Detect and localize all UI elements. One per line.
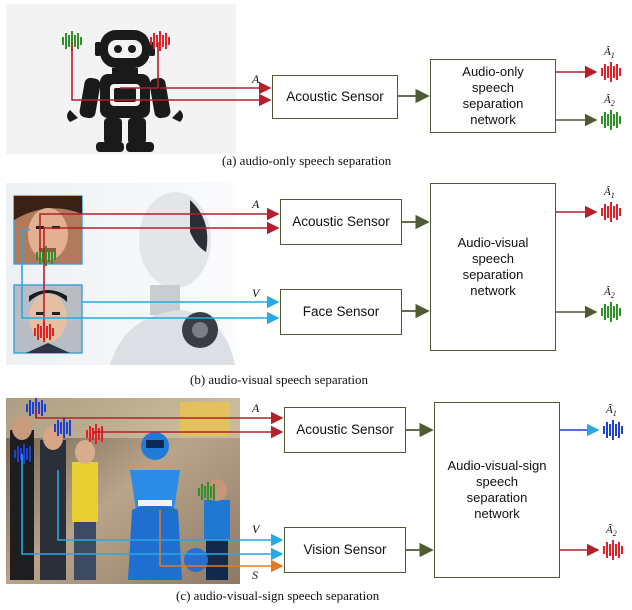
network-label-line-1: Audio-visual-sign: [447, 457, 547, 473]
output-a1-wave-icon: [601, 62, 621, 82]
vision-sensor-label: Vision Sensor: [303, 541, 387, 557]
network-label-line-1: Audio-visual: [457, 234, 529, 250]
network-label-line-3: separation: [462, 267, 524, 282]
acoustic-sensor-label-b: Acoustic Sensor: [292, 213, 390, 229]
output-label-a1: Â1: [604, 46, 615, 61]
signal-label-c-sign: S: [252, 568, 258, 582]
network-label-line-2: speech: [476, 473, 518, 489]
network-label-line-1: Audio-only: [462, 63, 524, 79]
caption-panel-c: (c) audio-visual-sign speech separation: [176, 588, 380, 603]
network-label-line-4: network: [470, 112, 516, 128]
output-c2-wave-icon: [603, 540, 623, 560]
signal-label-c-audio: A: [252, 401, 260, 415]
signal-label-a-audio: A: [252, 72, 260, 86]
robot-image-a: [6, 4, 236, 154]
network-label-line-4: network: [470, 283, 516, 299]
output-a2-wave-icon: [601, 110, 621, 130]
signal-label-b-audio: A: [252, 197, 260, 211]
red-soundwave-icon: [150, 31, 170, 51]
acoustic-sensor-box-b: Acoustic Sensor: [280, 199, 402, 245]
network-label-line-2: speech: [472, 79, 514, 95]
signal-label-b-visual: V: [252, 286, 260, 300]
network-label-line-3: separation: [466, 490, 528, 505]
face-sensor-box: Face Sensor: [280, 289, 402, 335]
acoustic-sensor-label-c: Acoustic Sensor: [296, 421, 394, 437]
caption-panel-b: (b) audio-visual speech separation: [190, 372, 368, 387]
network-label-line-4: network: [474, 506, 520, 522]
acoustic-sensor-box-a: Acoustic Sensor: [272, 75, 398, 119]
output-c1-wave-icon: [603, 420, 623, 440]
network-label-line-2: speech: [472, 250, 514, 266]
output-b1-wave-icon: [601, 202, 621, 222]
output-label-b1: Â1: [604, 186, 615, 201]
faces-robot-image-b: [6, 183, 236, 365]
audio-only-network-box: Audio-only speech separation network: [430, 59, 556, 133]
caption-panel-a: (a) audio-only speech separation: [222, 153, 392, 168]
output-label-a2: Â2: [604, 94, 615, 109]
acoustic-sensor-box-c: Acoustic Sensor: [284, 407, 406, 453]
network-label-line-3: separation: [462, 96, 524, 111]
audio-visual-sign-network-box: Audio-visual-sign speech separation netw…: [434, 402, 560, 578]
acoustic-sensor-label-a: Acoustic Sensor: [286, 88, 384, 104]
green-soundwave-icon: [62, 31, 82, 51]
signal-label-c-visual: V: [252, 522, 260, 536]
output-label-b2: Â2: [604, 286, 615, 301]
face-sensor-label: Face Sensor: [302, 303, 380, 319]
vision-sensor-box: Vision Sensor: [284, 527, 406, 573]
output-b2-wave-icon: [601, 302, 621, 322]
output-label-c2: Â2: [606, 524, 617, 539]
mall-robot-image-c: [6, 398, 240, 584]
output-label-c1: Â1: [606, 404, 617, 419]
audio-visual-network-box: Audio-visual speech separation network: [430, 183, 556, 351]
